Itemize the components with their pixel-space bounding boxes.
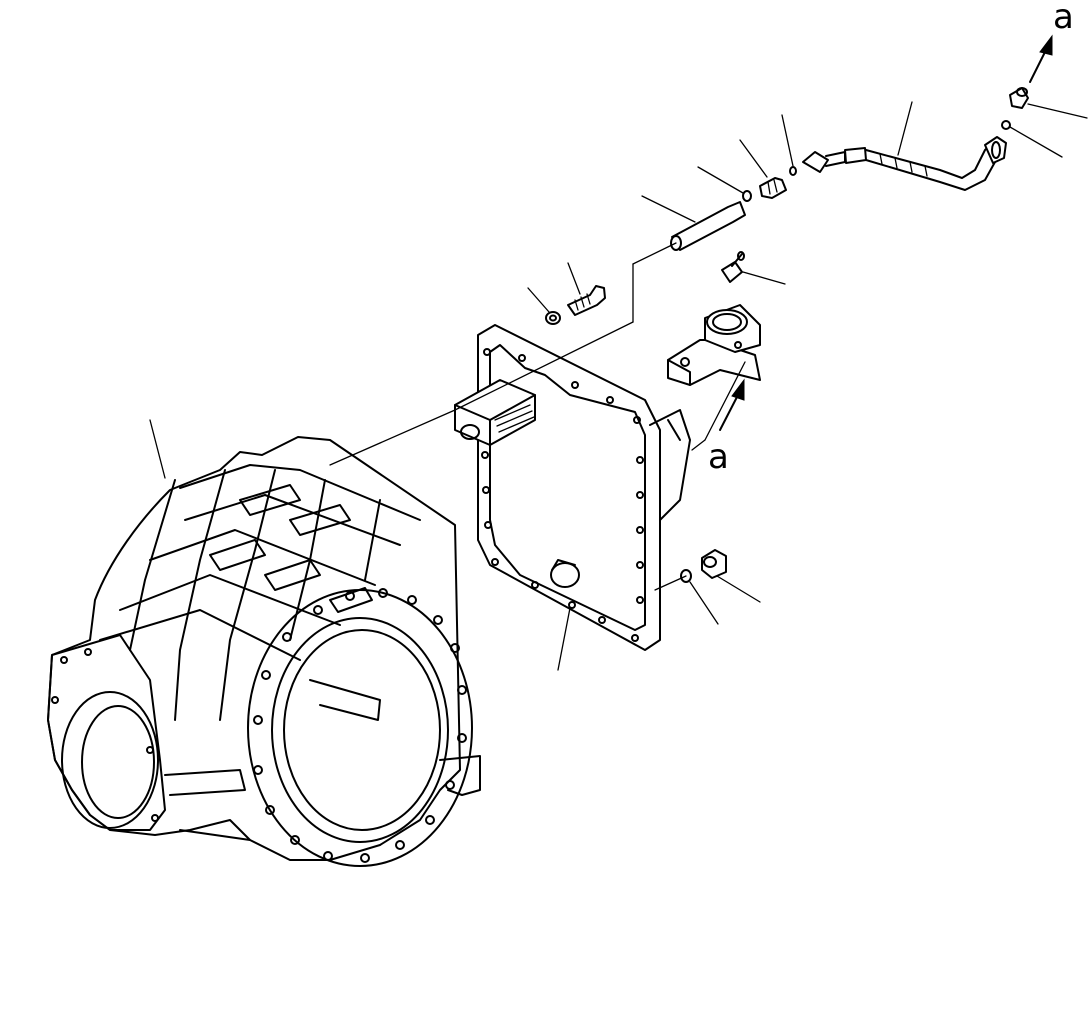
plug-o-ring [680,569,692,583]
o-ring-small [742,190,752,202]
arrow-a-middle [719,378,745,431]
hydraulic-hose [802,136,1007,191]
union-fitting [759,177,787,199]
bolt [567,285,606,316]
arrow-a-top [1029,34,1053,83]
plug [701,549,727,579]
top-o-ring [1001,120,1011,130]
elbow-fitting [721,251,745,283]
tube-sleeve [670,201,746,251]
axle-housing [47,436,481,867]
washer [545,311,561,325]
o-ring-tiny [789,166,797,176]
leader-lines [149,101,1088,671]
top-elbow [1009,87,1029,109]
cover-plate [454,324,691,651]
pipe-bracket [667,304,761,386]
callout-a-middle: a [708,437,729,477]
callout-a-top: a [1053,0,1074,37]
